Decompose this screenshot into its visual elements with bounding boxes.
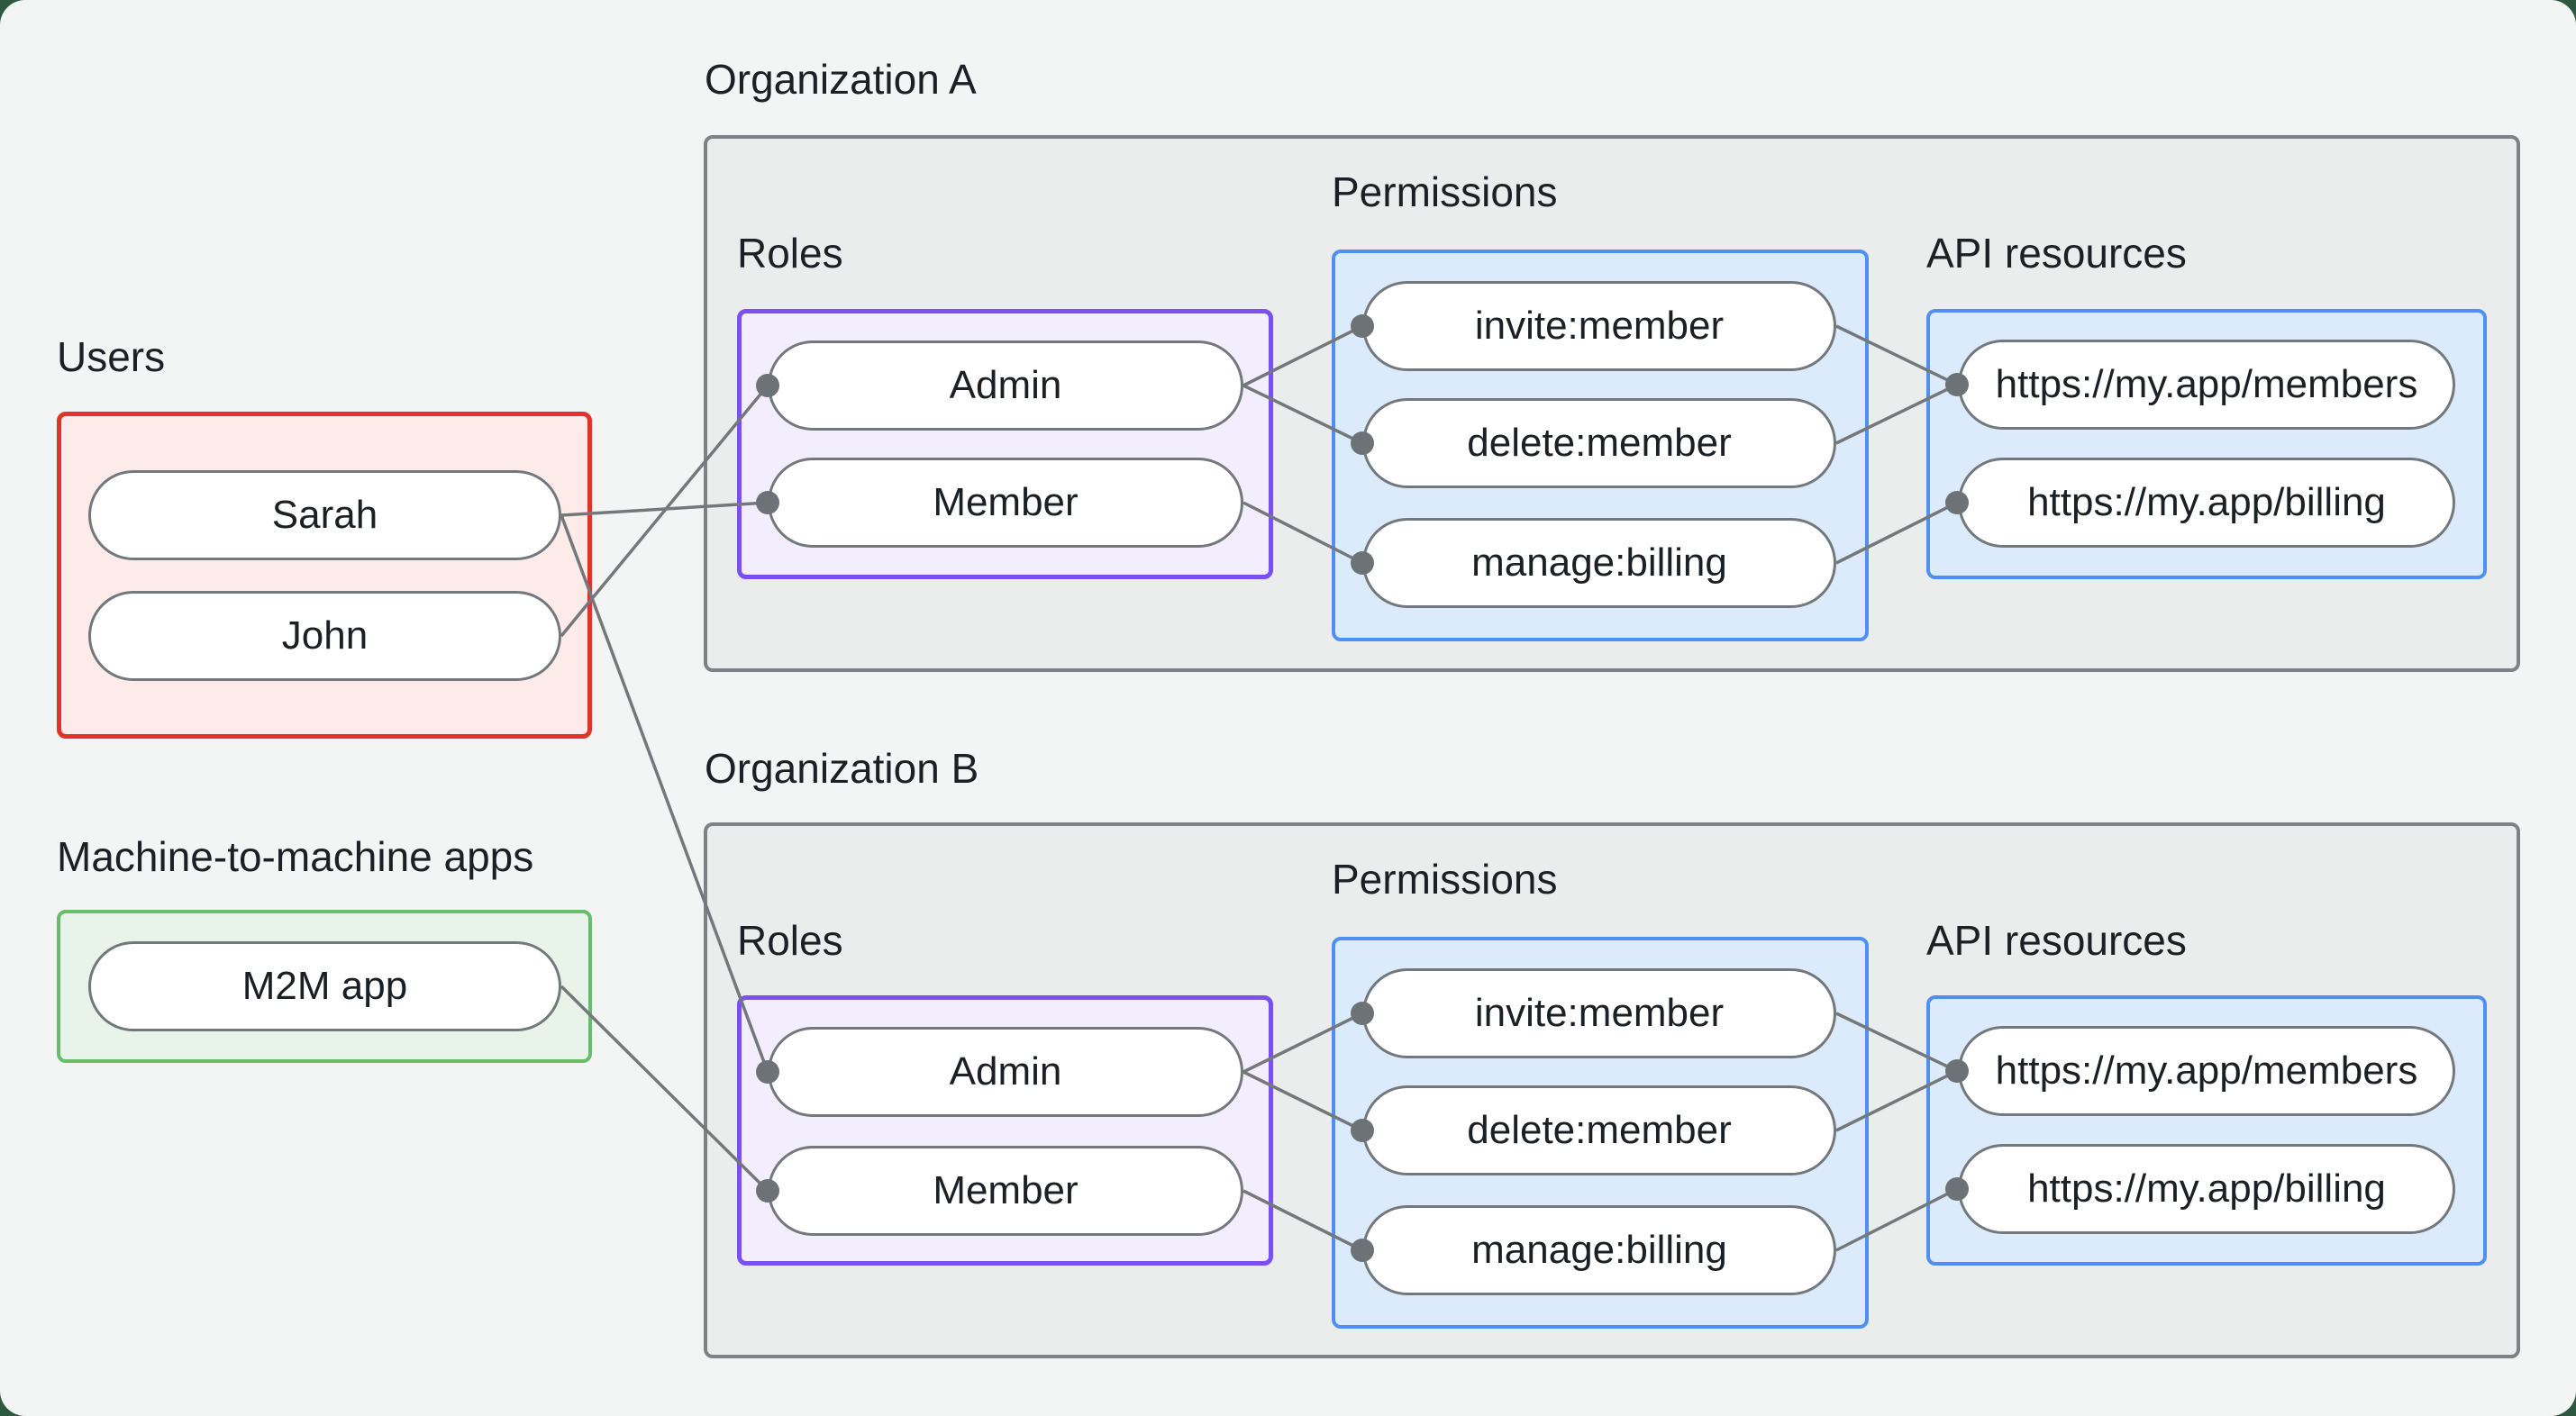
node-m2m-app: M2M app [88,941,561,1031]
node-manage-billing-a: manage:billing [1362,518,1836,608]
node-api-members-a: https://my.app/members [1958,340,2455,430]
users-group-box [57,412,592,739]
node-invite-member-b: invite:member [1362,968,1836,1058]
node-delete-member-a: delete:member [1362,398,1836,488]
org-a-permissions-label: Permissions [1332,168,1558,215]
node-member-a: Member [768,458,1243,548]
org-b-api-label: API resources [1926,917,2187,964]
node-delete-member-b: delete:member [1362,1085,1836,1175]
users-group-label: Users [57,333,166,380]
node-admin-a: Admin [768,340,1243,431]
m2m-group-label: Machine-to-machine apps [57,833,534,880]
org-b-roles-label: Roles [737,917,843,964]
node-admin-b: Admin [768,1027,1243,1117]
org-a-roles-label: Roles [737,230,843,277]
node-john: John [88,591,561,681]
org-a-api-label: API resources [1926,230,2187,277]
node-invite-member-a: invite:member [1362,281,1836,371]
org-b-permissions-label: Permissions [1332,856,1558,903]
node-manage-billing-b: manage:billing [1362,1205,1836,1295]
org-a-title: Organization A [705,56,977,103]
node-api-billing-b: https://my.app/billing [1958,1144,2455,1234]
node-api-members-b: https://my.app/members [1958,1026,2455,1116]
node-member-b: Member [768,1146,1243,1236]
node-api-billing-a: https://my.app/billing [1958,458,2455,548]
node-sarah: Sarah [88,470,561,560]
org-b-title: Organization B [705,745,979,792]
